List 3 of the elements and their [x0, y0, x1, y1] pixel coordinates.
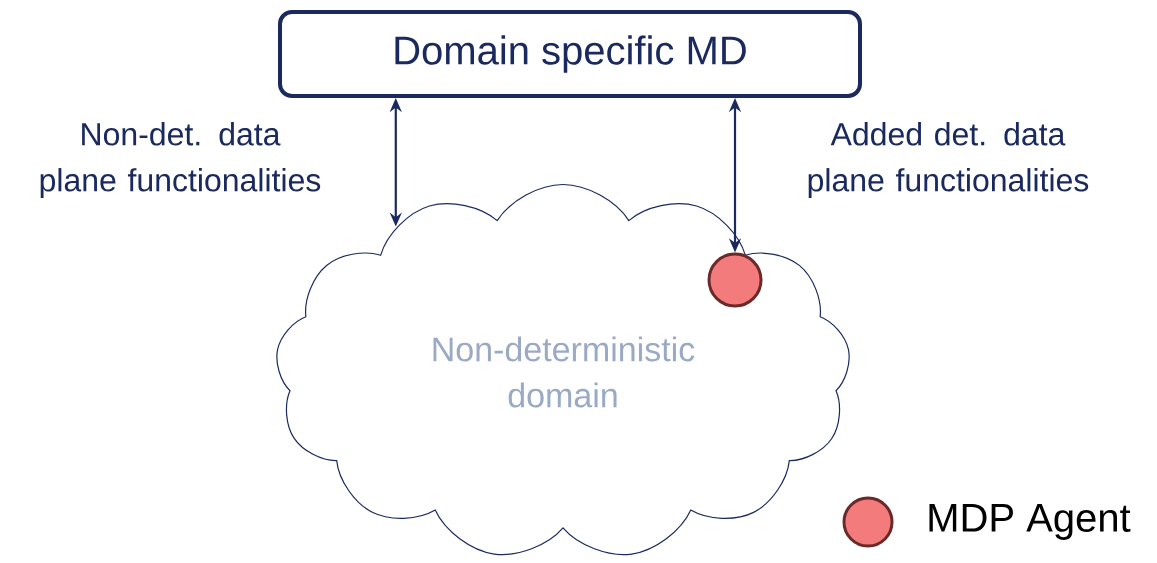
agent-dot — [707, 252, 763, 308]
legend-label: MDP Agent — [929, 504, 1131, 540]
title-box: Domain specific MD — [278, 10, 862, 98]
